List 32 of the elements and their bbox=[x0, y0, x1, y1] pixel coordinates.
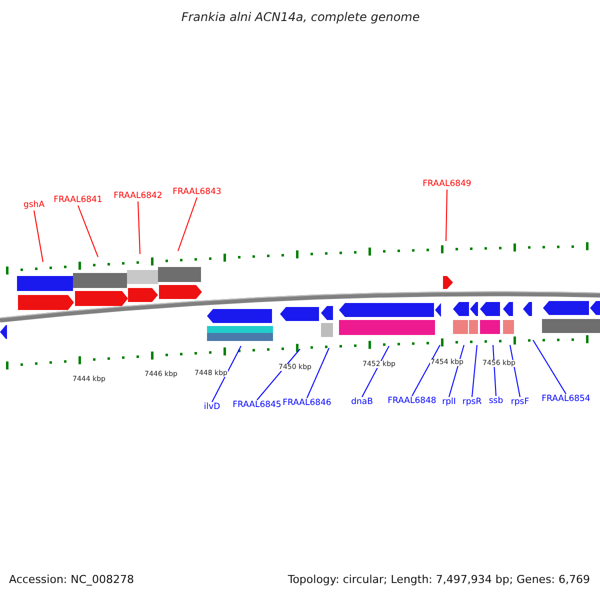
leader-line bbox=[178, 197, 198, 252]
gene-label: ilvD bbox=[204, 403, 220, 412]
leader-line bbox=[532, 340, 566, 394]
leader-line bbox=[446, 189, 448, 242]
leader-line bbox=[448, 344, 464, 398]
gene-label: FRAAL6843 bbox=[172, 188, 222, 196]
footer-text: Topology: circular; Length: 7,497,934 bp; Genes: 6,769 bbox=[288, 574, 590, 585]
leader-line bbox=[412, 344, 440, 396]
gene-label: FRAAL6848 bbox=[388, 397, 436, 406]
gene-label: FRAAL6841 bbox=[54, 196, 102, 204]
footer-text: Accession: NC_008278 bbox=[9, 574, 134, 585]
leader-line bbox=[256, 348, 300, 400]
gene-label: rpsR bbox=[462, 398, 482, 406]
gene-label: FRAAL6846 bbox=[282, 399, 332, 408]
gene-label: FRAAL6854 bbox=[542, 395, 590, 404]
leader-line bbox=[306, 348, 330, 398]
gene-label: rpsF bbox=[510, 398, 530, 406]
gene-label: rplI bbox=[442, 398, 456, 406]
gene-label: ssb bbox=[488, 397, 504, 406]
leader-line bbox=[510, 344, 520, 398]
gene-label: FRAAL6842 bbox=[114, 192, 162, 200]
title: Frankia alni ACN14a, complete genome bbox=[181, 11, 420, 23]
gene-label: dnaB bbox=[351, 398, 373, 406]
leader-line bbox=[362, 346, 390, 398]
leader-line bbox=[212, 346, 242, 402]
leader-line bbox=[78, 205, 98, 258]
leader-line bbox=[472, 344, 478, 398]
gene-label: FRAAL6849 bbox=[422, 180, 472, 188]
gene-label: gshA bbox=[23, 201, 45, 210]
gene-label: FRAAL6845 bbox=[232, 401, 282, 410]
leader-line bbox=[34, 210, 44, 262]
leader-line bbox=[138, 201, 140, 254]
